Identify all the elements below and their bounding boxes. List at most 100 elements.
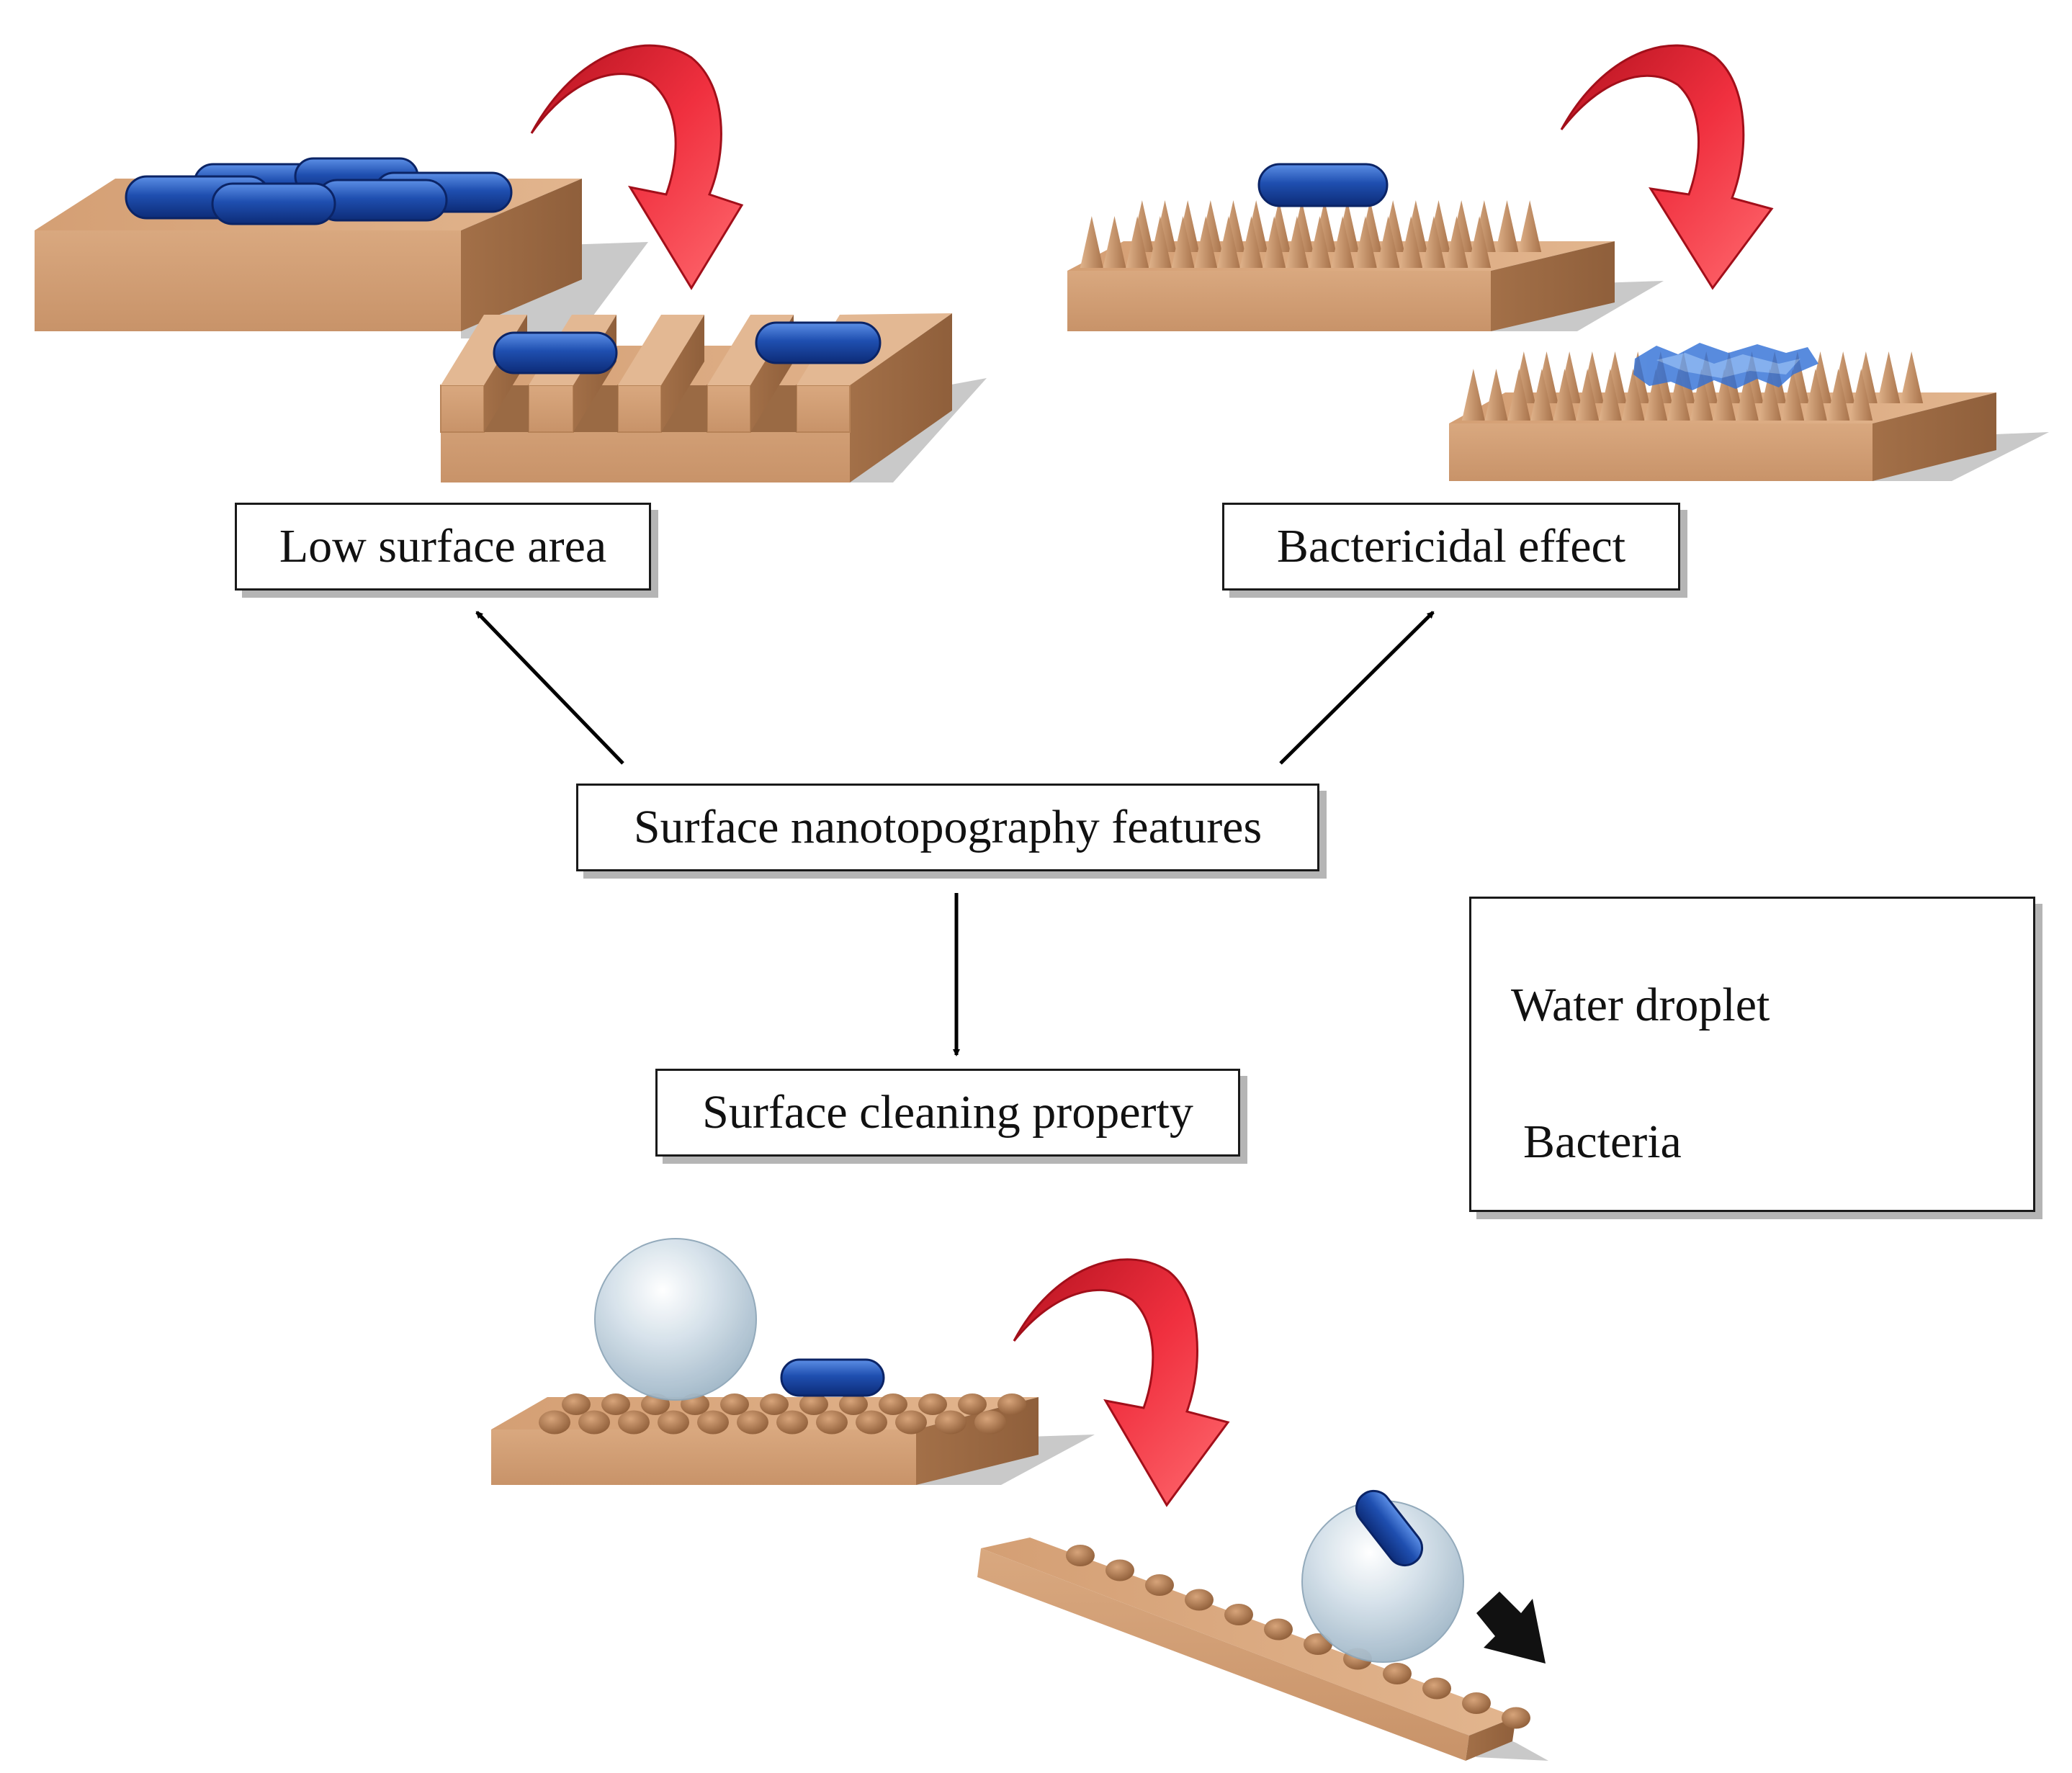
nanospike: [1422, 216, 1445, 268]
nanobump: [776, 1410, 808, 1435]
legend-bacteria-label: Bacteria: [1523, 1116, 1682, 1168]
cleaning-property-box: Surface cleaning property: [655, 1069, 1240, 1157]
nanospike: [1826, 369, 1850, 421]
nanospike: [1399, 216, 1423, 268]
nanospike: [1263, 216, 1286, 268]
nanospike: [1216, 216, 1240, 268]
nanobump: [879, 1393, 907, 1415]
nanospike: [1285, 216, 1309, 268]
nanobump: [720, 1393, 749, 1415]
nanobump: [601, 1393, 630, 1415]
nanobump: [918, 1393, 947, 1415]
legend-box: [1469, 897, 2035, 1212]
nanospike: [1194, 216, 1218, 268]
nanobump: [618, 1410, 650, 1435]
nanospike: [1877, 351, 1901, 403]
nanospike: [1126, 216, 1149, 268]
nanobump: [958, 1393, 987, 1415]
nanospike: [1239, 216, 1263, 268]
rolling-direction-arrow: [1476, 1592, 1546, 1664]
arrow-to-bactericidal-effect: [1279, 611, 1435, 765]
nanospike: [1495, 200, 1519, 252]
nanobump: [997, 1393, 1026, 1415]
legend-water-droplet-label: Water droplet: [1511, 979, 1770, 1031]
arrow-to-low-surface-area: [475, 611, 624, 765]
nanobump: [1066, 1545, 1095, 1566]
nanospike: [1103, 216, 1126, 268]
nanospike: [1468, 216, 1492, 268]
curved-arrow-red-2: [1560, 44, 1774, 290]
nanospike: [1530, 369, 1553, 421]
ruptured-bacterium: [1633, 343, 1818, 390]
bactericidal-effect-box: Bactericidal effect: [1222, 503, 1680, 591]
nanospike: [1621, 369, 1645, 421]
nanospike: [1803, 369, 1827, 421]
nanobump: [1264, 1618, 1293, 1640]
nanospike: [1507, 369, 1531, 421]
nanospike: [1445, 216, 1468, 268]
nanospike: [1758, 369, 1782, 421]
nanobump: [935, 1410, 967, 1435]
nanospike: [1690, 369, 1713, 421]
curved-arrow-red-1: [530, 44, 744, 290]
nanospike: [1461, 369, 1485, 421]
nanospike: [1781, 369, 1805, 421]
nanobump: [1502, 1707, 1530, 1729]
bacteria-cluster: [125, 157, 513, 225]
nanobump: [658, 1410, 689, 1435]
nanobump: [562, 1393, 591, 1415]
nanobump: [697, 1410, 729, 1435]
nanospike: [1376, 216, 1400, 268]
nanobump: [1224, 1604, 1253, 1625]
nanobump: [895, 1410, 927, 1435]
nanospike: [1080, 216, 1103, 268]
bacteria-on-ridges: [493, 321, 882, 374]
nanobump: [1422, 1677, 1451, 1700]
nanobump: [839, 1393, 868, 1415]
nanobump: [856, 1410, 887, 1435]
nanospike: [1308, 216, 1332, 268]
nanospike: [1553, 369, 1577, 421]
bactericidal-effect-label: Bactericidal effect: [1276, 520, 1626, 573]
bacterium-on-bumps: [780, 1358, 885, 1397]
nanotopography-label: Surface nanotopography features: [633, 801, 1263, 853]
nanospike: [1331, 216, 1355, 268]
nanobump: [1145, 1574, 1174, 1596]
nanospike: [1849, 369, 1873, 421]
nanobump: [760, 1393, 789, 1415]
nanospike: [1598, 369, 1622, 421]
nanospike: [1353, 216, 1377, 268]
nanospike: [1667, 369, 1690, 421]
water-droplet-1: [594, 1238, 757, 1401]
nanobump: [816, 1410, 848, 1435]
nanobump: [539, 1410, 570, 1435]
nanobump: [578, 1410, 610, 1435]
bacterium-on-spikes: [1257, 163, 1389, 207]
nanobump: [799, 1393, 828, 1415]
cleaning-property-label: Surface cleaning property: [702, 1086, 1193, 1139]
nanospike: [1484, 369, 1508, 421]
nanospike: [1644, 369, 1668, 421]
low-surface-area-label: Low surface area: [279, 520, 607, 573]
curved-arrow-red-3: [1013, 1258, 1230, 1507]
low-surface-area-box: Low surface area: [235, 503, 651, 591]
nanobumps-1: [539, 1393, 1026, 1435]
nanospike: [1148, 216, 1172, 268]
nanobump: [1185, 1589, 1214, 1611]
nanobump: [1383, 1663, 1412, 1684]
nanospikes-1: [1080, 200, 1542, 268]
tilted-bumpy-surface: [977, 1538, 1548, 1761]
nanospike: [1735, 369, 1759, 421]
nanobump: [1105, 1559, 1134, 1581]
nanospike: [1576, 369, 1600, 421]
nanobump: [737, 1410, 768, 1435]
bacterium-on-droplet: [1355, 1489, 1424, 1567]
nanospike: [1713, 369, 1736, 421]
nanospike: [1518, 200, 1542, 252]
nanotopography-box: Surface nanotopography features: [576, 784, 1319, 871]
nanospike: [1171, 216, 1195, 268]
nanobump: [974, 1410, 1006, 1435]
nanobump: [1462, 1692, 1491, 1714]
nanospike: [1900, 351, 1924, 403]
